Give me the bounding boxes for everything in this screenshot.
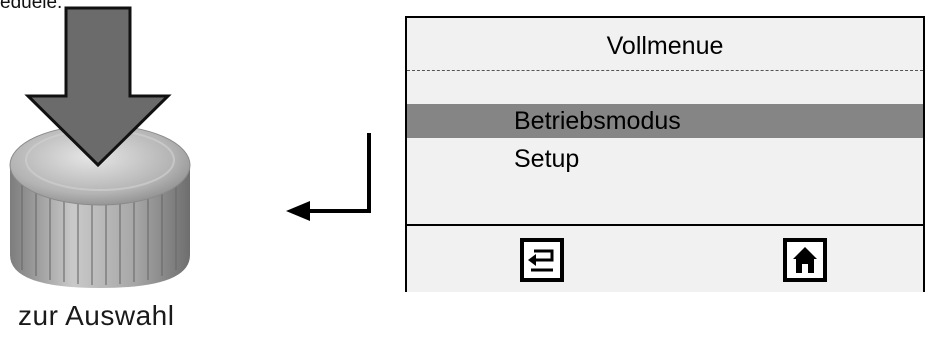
back-softkey[interactable]: [520, 238, 564, 282]
menu-item-setup[interactable]: Setup: [514, 145, 580, 173]
lcd-display: Vollmenue Betriebsmodus Setup: [405, 16, 925, 292]
knob-caption: zur Auswahl: [18, 300, 175, 331]
return-icon: [528, 249, 554, 272]
press-arrow-icon: [24, 6, 172, 168]
rotary-knob[interactable]: [0, 0, 210, 300]
softkey-bar: [407, 224, 923, 292]
menu-title: Vollmenue: [606, 32, 724, 60]
home-softkey[interactable]: [783, 238, 827, 282]
top-text-fragment: eduele.: [0, 0, 63, 13]
home-icon: [793, 247, 817, 273]
title-divider: [407, 70, 923, 71]
menu-item-betriebsmodus[interactable]: Betriebsmodus: [407, 104, 923, 138]
enter-arrow-icon: [286, 133, 371, 221]
